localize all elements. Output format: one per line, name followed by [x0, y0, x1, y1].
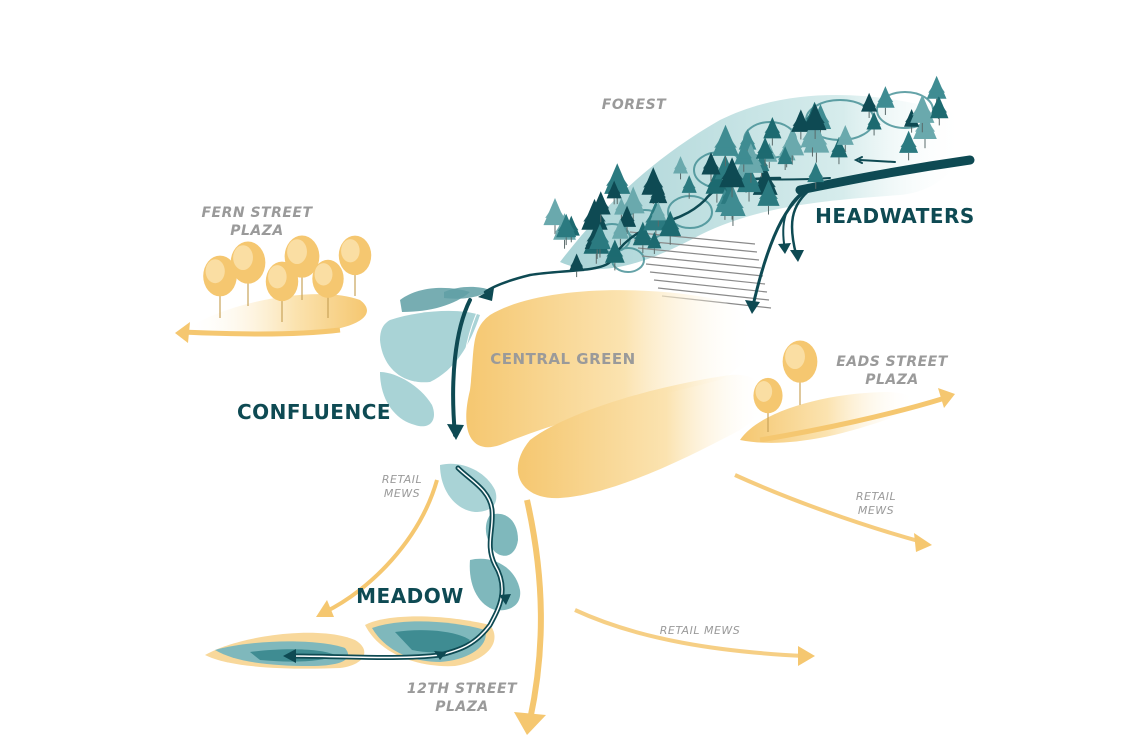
label-forest: FOREST [601, 97, 667, 113]
conifer-tree [830, 136, 848, 165]
label-meadow: MEADOW [356, 584, 464, 608]
conifer-tree [604, 239, 625, 271]
conifer-tree [800, 119, 825, 157]
deciduous-tree [338, 235, 372, 296]
confluence-pools [380, 286, 490, 427]
deciduous-tree [230, 241, 266, 306]
conifer-tree [803, 103, 827, 139]
meadow-pools [205, 463, 521, 669]
label-fern-street-plaza: FERN STREET PLAZA [201, 205, 313, 239]
pedestrian-routes [175, 322, 955, 735]
conifer-tree [556, 213, 577, 246]
deciduous-tree [782, 340, 818, 405]
conifer-tree [650, 201, 667, 227]
forest-trees [543, 75, 949, 278]
conifer-tree [606, 180, 622, 205]
conifer-tree [719, 157, 745, 198]
stair-step [641, 255, 762, 269]
stair-step [649, 271, 766, 285]
conifer-tree [589, 223, 611, 258]
conifer-tree [899, 130, 919, 161]
conifer-tree [913, 111, 937, 149]
stair-step [653, 279, 768, 293]
label-headwaters: HEADWATERS [815, 204, 975, 228]
conifer-tree [777, 146, 793, 171]
conifer-tree [734, 141, 754, 172]
stair-step [637, 247, 760, 261]
conifer-tree [876, 86, 895, 115]
flow-arrowheads [283, 243, 804, 663]
conifer-tree [681, 175, 697, 199]
conifer-tree [910, 94, 935, 133]
eads-street-plaza-ground [740, 392, 915, 443]
label-retail-mews-left: RETAIL MEWS [381, 473, 423, 500]
conifer-tree [701, 152, 721, 182]
stair-step [657, 287, 770, 301]
conifer-tree [569, 253, 585, 278]
conifer-tree [543, 198, 567, 235]
label-12th-street-plaza: 12TH STREET PLAZA [406, 681, 518, 715]
conifer-tree [673, 156, 688, 180]
stair-step [629, 231, 756, 245]
plaza-trees [203, 235, 818, 432]
deciduous-tree [203, 255, 237, 318]
conifer-tree [632, 221, 653, 254]
conifer-tree [807, 162, 825, 189]
label-retail-mews-bottom: RETAIL MEWS [659, 624, 741, 637]
stair-step [645, 263, 764, 277]
label-eads-street-plaza: EADS STREET PLAZA [836, 354, 948, 388]
conifer-tree [755, 137, 775, 167]
conifer-tree [763, 117, 782, 146]
conifer-tree [712, 124, 739, 167]
conifer-tree [757, 179, 780, 215]
conifer-tree [930, 96, 949, 126]
label-central-green: CENTRAL GREEN [490, 350, 636, 368]
conifer-tree [866, 111, 882, 136]
conifer-tree [647, 231, 662, 254]
fern-street-plaza-ground [185, 294, 367, 335]
label-confluence: CONFLUENCE [236, 400, 392, 424]
central-green-lawn [466, 290, 754, 448]
lower-green-lawn [517, 374, 766, 499]
conifer-tree [836, 124, 854, 152]
conifer-tree [611, 218, 629, 246]
conifer-tree [720, 186, 746, 226]
deciduous-tree [312, 259, 344, 318]
conifer-tree [861, 92, 878, 118]
deciduous-tree [284, 235, 320, 300]
deciduous-tree [753, 377, 783, 432]
label-retail-mews-right: RETAIL MEWS [855, 490, 897, 517]
conifer-tree [590, 191, 611, 223]
conifer-tree [659, 210, 682, 245]
